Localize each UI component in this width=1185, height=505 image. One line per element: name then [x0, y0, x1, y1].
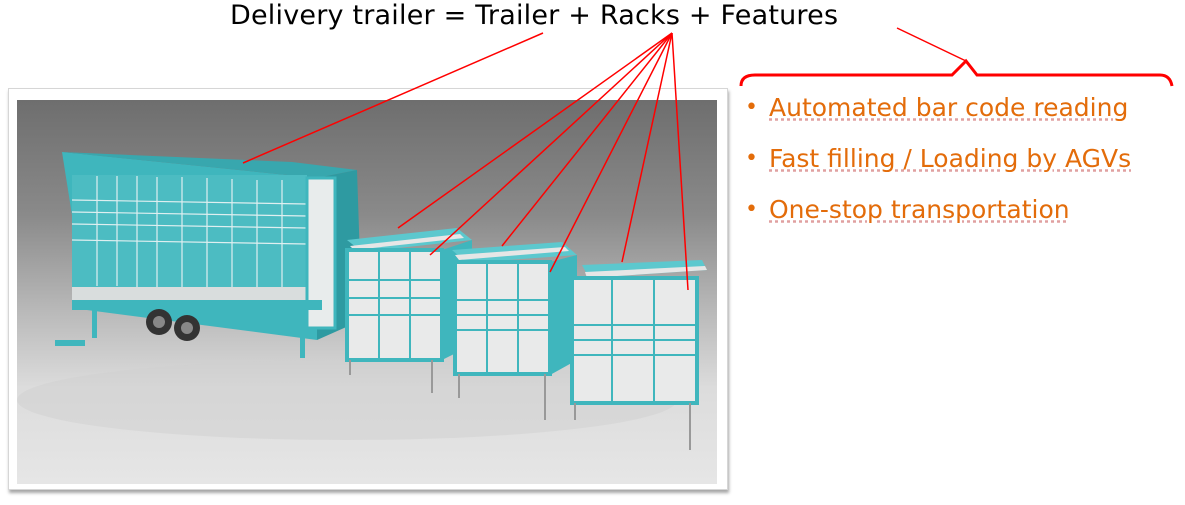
rack-connector-line [397, 32, 673, 229]
rack-3 [570, 260, 707, 450]
diagram-title: Delivery trailer = Trailer + Racks + Fea… [230, 0, 839, 31]
feature-item: • Automated bar code reading [745, 86, 1131, 137]
feature-label: Automated bar code reading [769, 93, 1129, 122]
features-connector-line [896, 27, 967, 62]
trailer-render-image [17, 100, 717, 484]
rack-2 [452, 242, 577, 420]
feature-item: • One-stop transportation [745, 188, 1131, 239]
bullet-icon: • [745, 95, 758, 120]
bullet-icon: • [745, 197, 758, 222]
rack-connector-line [621, 32, 673, 263]
features-brace [739, 58, 1174, 87]
rack-connector-line [429, 32, 673, 256]
bullet-icon: • [745, 146, 758, 171]
feature-label: One-stop transportation [769, 195, 1070, 224]
rack-connector-line [671, 32, 689, 291]
trailer-connector-line [242, 32, 544, 164]
feature-label: Fast filling / Loading by AGVs [769, 144, 1132, 173]
feature-list: • Automated bar code reading • Fast fill… [745, 86, 1131, 239]
feature-item: • Fast filling / Loading by AGVs [745, 137, 1131, 188]
rack-connector-line [501, 32, 673, 247]
trailer [55, 152, 362, 358]
rack-connector-line [549, 32, 673, 273]
